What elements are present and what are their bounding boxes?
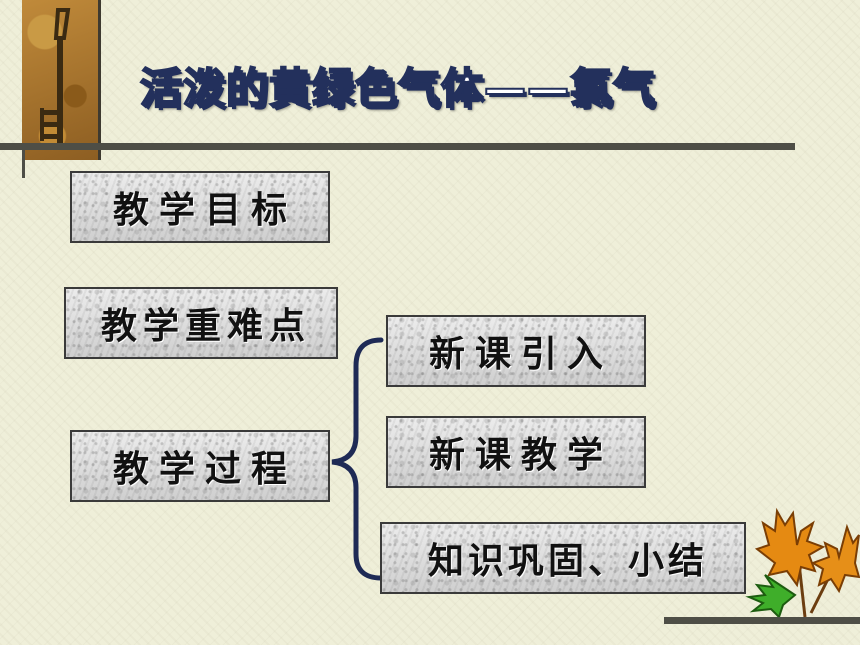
step-consolidation-summary-label: 知识巩固、小结	[427, 540, 708, 582]
top-divider-line	[0, 143, 795, 150]
teaching-objectives-label: 教学目标	[112, 189, 297, 231]
teaching-process-label: 教学过程	[112, 448, 297, 490]
teaching-process-box[interactable]: 教学过程	[70, 430, 330, 502]
step-new-lesson-intro-label: 新课引入	[428, 333, 613, 375]
key-image	[22, 0, 101, 160]
page-title: 活泼的黄绿色气体——氯气	[139, 63, 657, 114]
key-difficult-points-label: 教学重难点	[100, 305, 311, 347]
autumn-leaves-icon	[745, 507, 860, 619]
step-new-lesson-teaching-box[interactable]: 新课教学	[386, 416, 646, 488]
key-difficult-points-box[interactable]: 教学重难点	[64, 287, 338, 359]
step-new-lesson-teaching-label: 新课教学	[428, 434, 613, 476]
bottom-divider-line	[664, 617, 860, 624]
left-divider-line	[22, 150, 25, 178]
teaching-objectives-box[interactable]: 教学目标	[70, 171, 330, 243]
step-consolidation-summary-box[interactable]: 知识巩固、小结	[380, 522, 746, 594]
step-new-lesson-intro-box[interactable]: 新课引入	[386, 315, 646, 387]
curly-bracket	[331, 337, 384, 581]
